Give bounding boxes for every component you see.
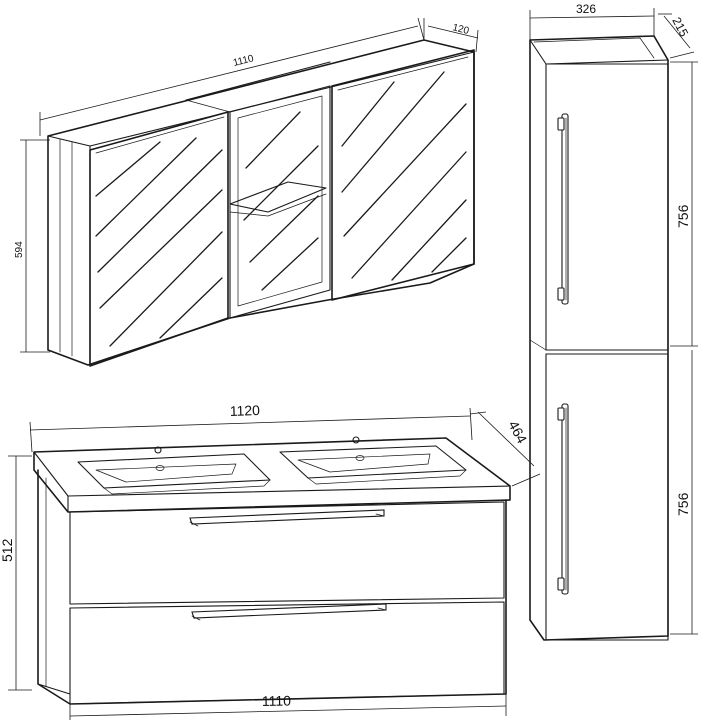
- vanity-countertop: [33, 437, 511, 513]
- vanity-lower-drawer-handle: [191, 603, 387, 621]
- tall-lower-height-dimension: 756: [670, 350, 698, 635]
- tall-cabinet-upper-handle: [557, 113, 569, 305]
- vanity-base-width-label: 1110: [262, 692, 292, 709]
- mirror-width-dimension: 1110: [39, 17, 425, 136]
- mirror-reflection-hatch: [95, 71, 467, 347]
- vanity-upper-drawer-handle: [189, 509, 385, 527]
- vanity-upper-drawer: [69, 501, 505, 605]
- tall-cabinet-upper-door: [545, 63, 669, 351]
- mirror-cabinet: 1110 120 594: [14, 17, 479, 367]
- vanity-top-width-label: 1120: [230, 402, 261, 419]
- vanity-height-dimension: 512: [0, 455, 32, 691]
- tall-cabinet-lower-door: [545, 353, 669, 641]
- mirror-right-door: [331, 49, 475, 301]
- mirror-depth-dimension: 120: [423, 18, 479, 53]
- tall-cabinet-lower-handle: [557, 403, 569, 595]
- vanity-lower-drawer: [69, 601, 505, 705]
- mirror-width-label: 1110: [232, 53, 255, 69]
- vanity-height-label: 512: [0, 538, 15, 562]
- vanity-base-width-dimension: 1110: [69, 692, 507, 720]
- left-basin: [77, 446, 271, 495]
- tall-cabinet: 326 215 756 756: [529, 2, 698, 641]
- tall-lower-height-label: 756: [675, 492, 691, 516]
- mirror-depth-label: 120: [451, 22, 470, 37]
- right-tap-hole: [352, 436, 360, 444]
- tall-upper-height-dimension: 756: [670, 61, 698, 347]
- left-tap-hole: [154, 446, 162, 454]
- mirror-open-compartment: [229, 85, 331, 319]
- tall-upper-height-label: 756: [675, 204, 691, 228]
- right-basin: [279, 436, 467, 485]
- tall-width-label: 326: [576, 2, 596, 16]
- mirror-left-door: [89, 111, 229, 367]
- vanity-top-width-dimension: 1120: [29, 402, 473, 453]
- tall-width-dimension: 326: [529, 2, 655, 40]
- mirror-height-dimension: 594: [14, 139, 50, 353]
- vanity-unit: 1120 464 512 1110: [0, 402, 541, 720]
- tall-depth-label: 215: [669, 15, 691, 40]
- mirror-height-label: 594: [14, 241, 25, 258]
